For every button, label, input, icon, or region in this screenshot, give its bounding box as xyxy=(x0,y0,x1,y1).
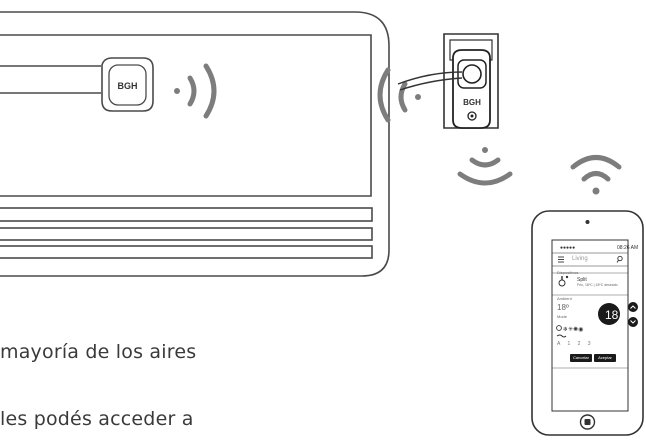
smart-plug: BGH xyxy=(443,33,499,129)
caption-line-2: les podés acceder a xyxy=(0,408,194,430)
plug-cable xyxy=(397,71,463,91)
device-status: Frio, 18ºC | 18ºC deseado xyxy=(577,283,618,287)
status-time: 08:26 AM xyxy=(617,245,639,251)
accept-button[interactable]: Aceptar xyxy=(594,354,616,362)
fan-levels[interactable]: A 1 2 3 xyxy=(557,341,594,347)
signal-waves-right-icon xyxy=(174,63,217,119)
air-conditioner-unit xyxy=(0,11,390,277)
ambient-value: 18º xyxy=(557,303,569,312)
menu-icon[interactable] xyxy=(531,210,644,436)
receiver-brand: BGH xyxy=(118,81,138,91)
smartphone: ❄✳✺◉ ●●●●● 08:26 AM Living Dispositivos … xyxy=(531,210,644,436)
wifi-down-icon xyxy=(457,147,513,186)
room-title: Living xyxy=(572,256,588,262)
temp-up-button-icon[interactable] xyxy=(531,210,644,436)
target-temperature: 18 xyxy=(605,308,619,322)
temp-down-button-icon[interactable] xyxy=(531,210,644,436)
thermometer-icon xyxy=(558,275,569,287)
search-icon[interactable] xyxy=(531,210,644,436)
ambient-label: Ambient xyxy=(557,296,572,301)
wifi-up-icon xyxy=(570,155,622,195)
plug-brand: BGH xyxy=(463,98,481,107)
status-carrier: ●●●●● xyxy=(560,245,576,251)
fan-icon xyxy=(556,334,567,338)
ir-receiver: BGH xyxy=(101,57,154,112)
temperature-dial xyxy=(598,303,620,325)
mode-label: Mode xyxy=(557,314,568,319)
signal-waves-left-icon xyxy=(377,67,421,123)
phone-frame xyxy=(531,210,644,436)
svg-text:❄✳✺◉: ❄✳✺◉ xyxy=(563,326,583,333)
device-name[interactable]: Split xyxy=(577,277,587,283)
cancel-button[interactable]: Cancelar xyxy=(570,354,592,362)
section-label: Dispositivos xyxy=(557,270,579,275)
caption-line-1: mayoría de los aires xyxy=(0,341,197,363)
mode-icons[interactable]: ❄✳✺◉ xyxy=(531,210,644,436)
